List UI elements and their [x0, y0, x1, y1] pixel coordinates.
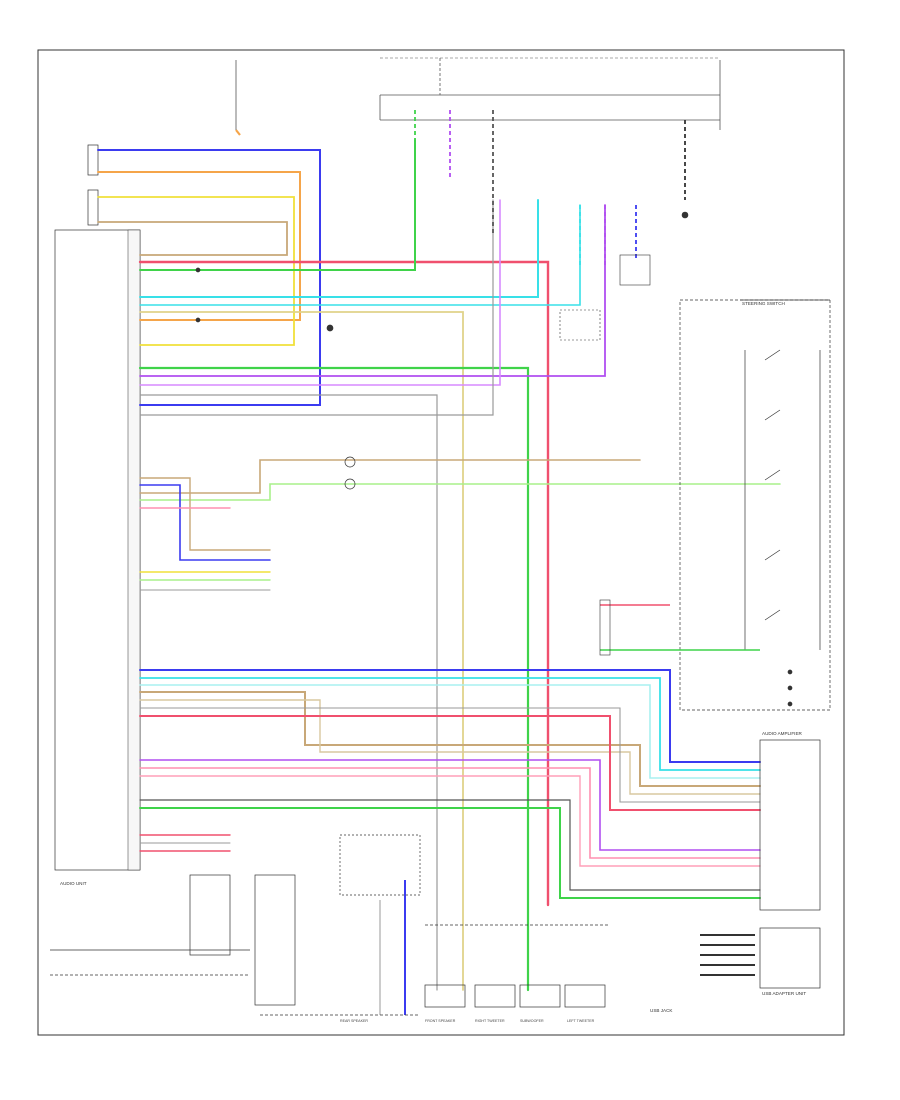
audio-amplifier-box — [759, 739, 821, 911]
top-components — [559, 211, 689, 341]
label-audio-amplifier: AUDIO AMPLIFIER — [762, 731, 803, 736]
steering-audio-sub — [599, 599, 760, 656]
steering-switch-block — [679, 299, 831, 711]
audio-unit-pin-strip — [127, 229, 141, 871]
diagram-frame — [37, 49, 845, 1036]
top-feed-lines — [414, 110, 686, 265]
label-usb-jack: USB JACK — [650, 1008, 673, 1013]
audio-unit-connector — [54, 229, 141, 871]
sensor-connectors-left — [87, 144, 99, 226]
label-steering-switch: STEERING SWITCH — [742, 301, 785, 306]
label-rear-speaker: REAR SPEAKER — [340, 1019, 368, 1023]
lower-left-connectors — [50, 874, 420, 1016]
label-audio-unit: AUDIO UNIT — [60, 881, 87, 886]
label-left-tweeter: LEFT TWEETER — [567, 1019, 595, 1023]
connector-symbols — [195, 267, 793, 707]
label-subwoofer: SUBWOOFER — [520, 1019, 544, 1023]
usb-adapter-unit-block — [700, 927, 821, 989]
bottom-speakers — [339, 834, 610, 1015]
label-usb-adapter-unit: USB ADAPTER UNIT — [762, 991, 806, 996]
label-front-speaker: FRONT SPEAKER — [425, 1019, 456, 1023]
label-right-tweeter: RIGHT TWEETER — [475, 1019, 505, 1023]
fuse-block-top — [235, 57, 721, 136]
wire-harness — [97, 139, 781, 992]
